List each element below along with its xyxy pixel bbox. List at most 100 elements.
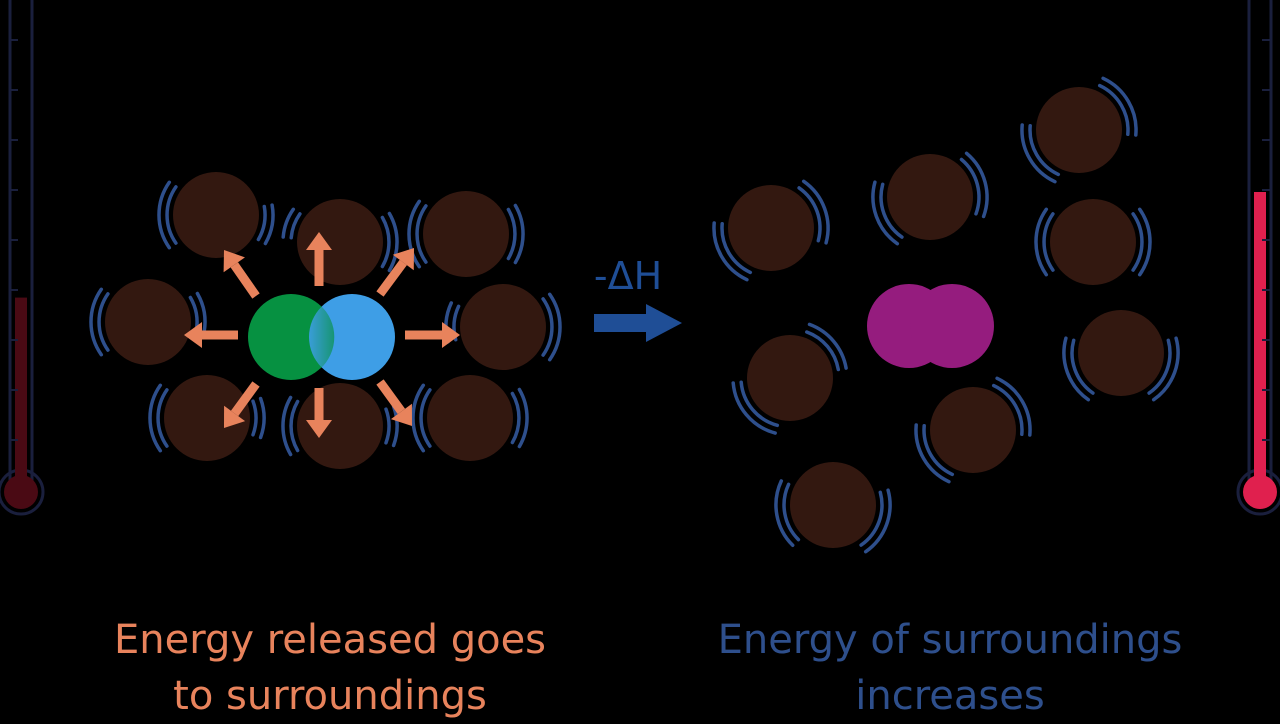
right-particle-7 xyxy=(914,376,1032,484)
vibration-arc xyxy=(731,381,777,435)
particle-body xyxy=(1078,310,1164,396)
left-particle-4 xyxy=(89,279,207,365)
vibration-arc xyxy=(807,322,848,370)
particle-body xyxy=(173,172,259,258)
right-particle-8 xyxy=(774,462,892,554)
energy-arrow-5 xyxy=(405,322,460,348)
particle-body xyxy=(164,375,250,461)
vibration-arc xyxy=(922,423,955,477)
vibration-arc xyxy=(289,399,300,453)
right-particle-2 xyxy=(871,151,989,246)
particle-body xyxy=(1050,199,1136,285)
reactant-molecules xyxy=(248,294,395,380)
left-particle-5 xyxy=(444,284,562,370)
vibration-arc xyxy=(506,207,517,261)
vibration-arc xyxy=(289,212,302,240)
vibration-arc xyxy=(871,180,900,246)
vibration-arc xyxy=(1020,123,1057,184)
vibration-arc xyxy=(797,186,822,243)
left-caption-line-2: to surroundings xyxy=(173,673,487,719)
particle-body xyxy=(728,185,814,271)
left-particle-2 xyxy=(281,199,399,285)
particle-body xyxy=(297,383,383,469)
particle-body xyxy=(105,279,191,365)
vibration-arc xyxy=(1137,207,1152,277)
delta-h-label: -ΔH xyxy=(593,254,663,298)
energy-arrow-2 xyxy=(306,232,332,286)
vibration-arc xyxy=(959,157,981,216)
left-caption-line-1: Energy released goes xyxy=(113,617,547,663)
vibration-arc xyxy=(739,380,780,428)
vibration-arc xyxy=(1131,212,1144,272)
vibration-arc xyxy=(801,179,830,245)
thermometer-right-ticks xyxy=(1262,39,1270,441)
vibration-arc xyxy=(1101,76,1138,137)
energy-arrow-7 xyxy=(306,388,332,438)
vibration-arc xyxy=(712,221,749,282)
right-particle-6 xyxy=(1062,310,1180,402)
particle-body xyxy=(930,387,1016,473)
vibration-arc xyxy=(863,488,892,554)
right-particle-4 xyxy=(1034,199,1152,285)
left-particle-3 xyxy=(407,191,525,277)
thermometer-left-ticks xyxy=(10,39,18,441)
vibration-arc xyxy=(165,185,178,245)
vibration-arc xyxy=(411,383,426,453)
energy-arrow-3 xyxy=(376,248,414,297)
reactant-overlap xyxy=(305,305,335,369)
left-particle-8 xyxy=(411,375,529,461)
particle-body xyxy=(427,375,513,461)
vibration-arc xyxy=(148,383,163,453)
vibration-arc xyxy=(879,182,904,239)
vibration-arc xyxy=(541,297,554,357)
left-particle-1 xyxy=(157,172,275,258)
vibration-arc xyxy=(415,204,428,264)
vibration-arc xyxy=(859,490,884,547)
vibration-arc xyxy=(805,330,841,372)
energy-release-arrows xyxy=(184,232,460,438)
vibration-arc xyxy=(782,482,801,542)
particle-body xyxy=(887,154,973,240)
thermometer-left-bulb xyxy=(4,475,38,509)
vibration-arc xyxy=(991,383,1024,437)
vibration-arc xyxy=(1151,336,1180,402)
particle-body xyxy=(747,335,833,421)
particle-body xyxy=(423,191,509,277)
vibration-arc xyxy=(517,387,529,449)
vibration-arc xyxy=(964,151,989,219)
right-surrounding-particles xyxy=(712,76,1180,554)
vibration-arc xyxy=(419,388,432,448)
vibration-arc xyxy=(547,292,562,362)
thermometer-left-fill xyxy=(15,297,27,492)
left-particle-6 xyxy=(148,375,266,461)
vibration-arc xyxy=(995,376,1032,437)
vibration-arc xyxy=(720,221,753,275)
thermometer-right-bulb xyxy=(1243,475,1277,509)
vibration-arc xyxy=(258,396,266,440)
vibration-arc xyxy=(157,180,172,250)
vibration-arc xyxy=(914,423,951,484)
thermometer-right-fill xyxy=(1254,192,1266,492)
vibration-arc xyxy=(156,388,169,448)
vibration-arc xyxy=(1042,212,1055,272)
thermometer-left xyxy=(0,0,45,516)
left-particle-7 xyxy=(281,383,399,469)
right-caption: Energy of surroundings increases xyxy=(680,612,1220,724)
vibration-arc xyxy=(1147,338,1172,395)
vibration-arc xyxy=(97,292,110,352)
particle-body xyxy=(297,199,383,285)
right-particle-5 xyxy=(731,322,848,435)
vibration-arc xyxy=(384,407,391,445)
vibration-arc xyxy=(89,287,104,357)
vibration-arc xyxy=(387,211,399,273)
reactant-blue-molecule xyxy=(309,294,395,380)
vibration-arc xyxy=(188,295,199,333)
energy-arrow-8 xyxy=(376,379,412,426)
right-caption-line-1: Energy of surroundings xyxy=(717,617,1183,663)
energy-arrow-1 xyxy=(223,250,260,299)
left-caption: Energy released goes to surroundings xyxy=(60,612,600,724)
vibration-arc xyxy=(510,391,521,445)
vibration-arc xyxy=(1062,336,1091,402)
vibration-arc xyxy=(281,395,293,457)
